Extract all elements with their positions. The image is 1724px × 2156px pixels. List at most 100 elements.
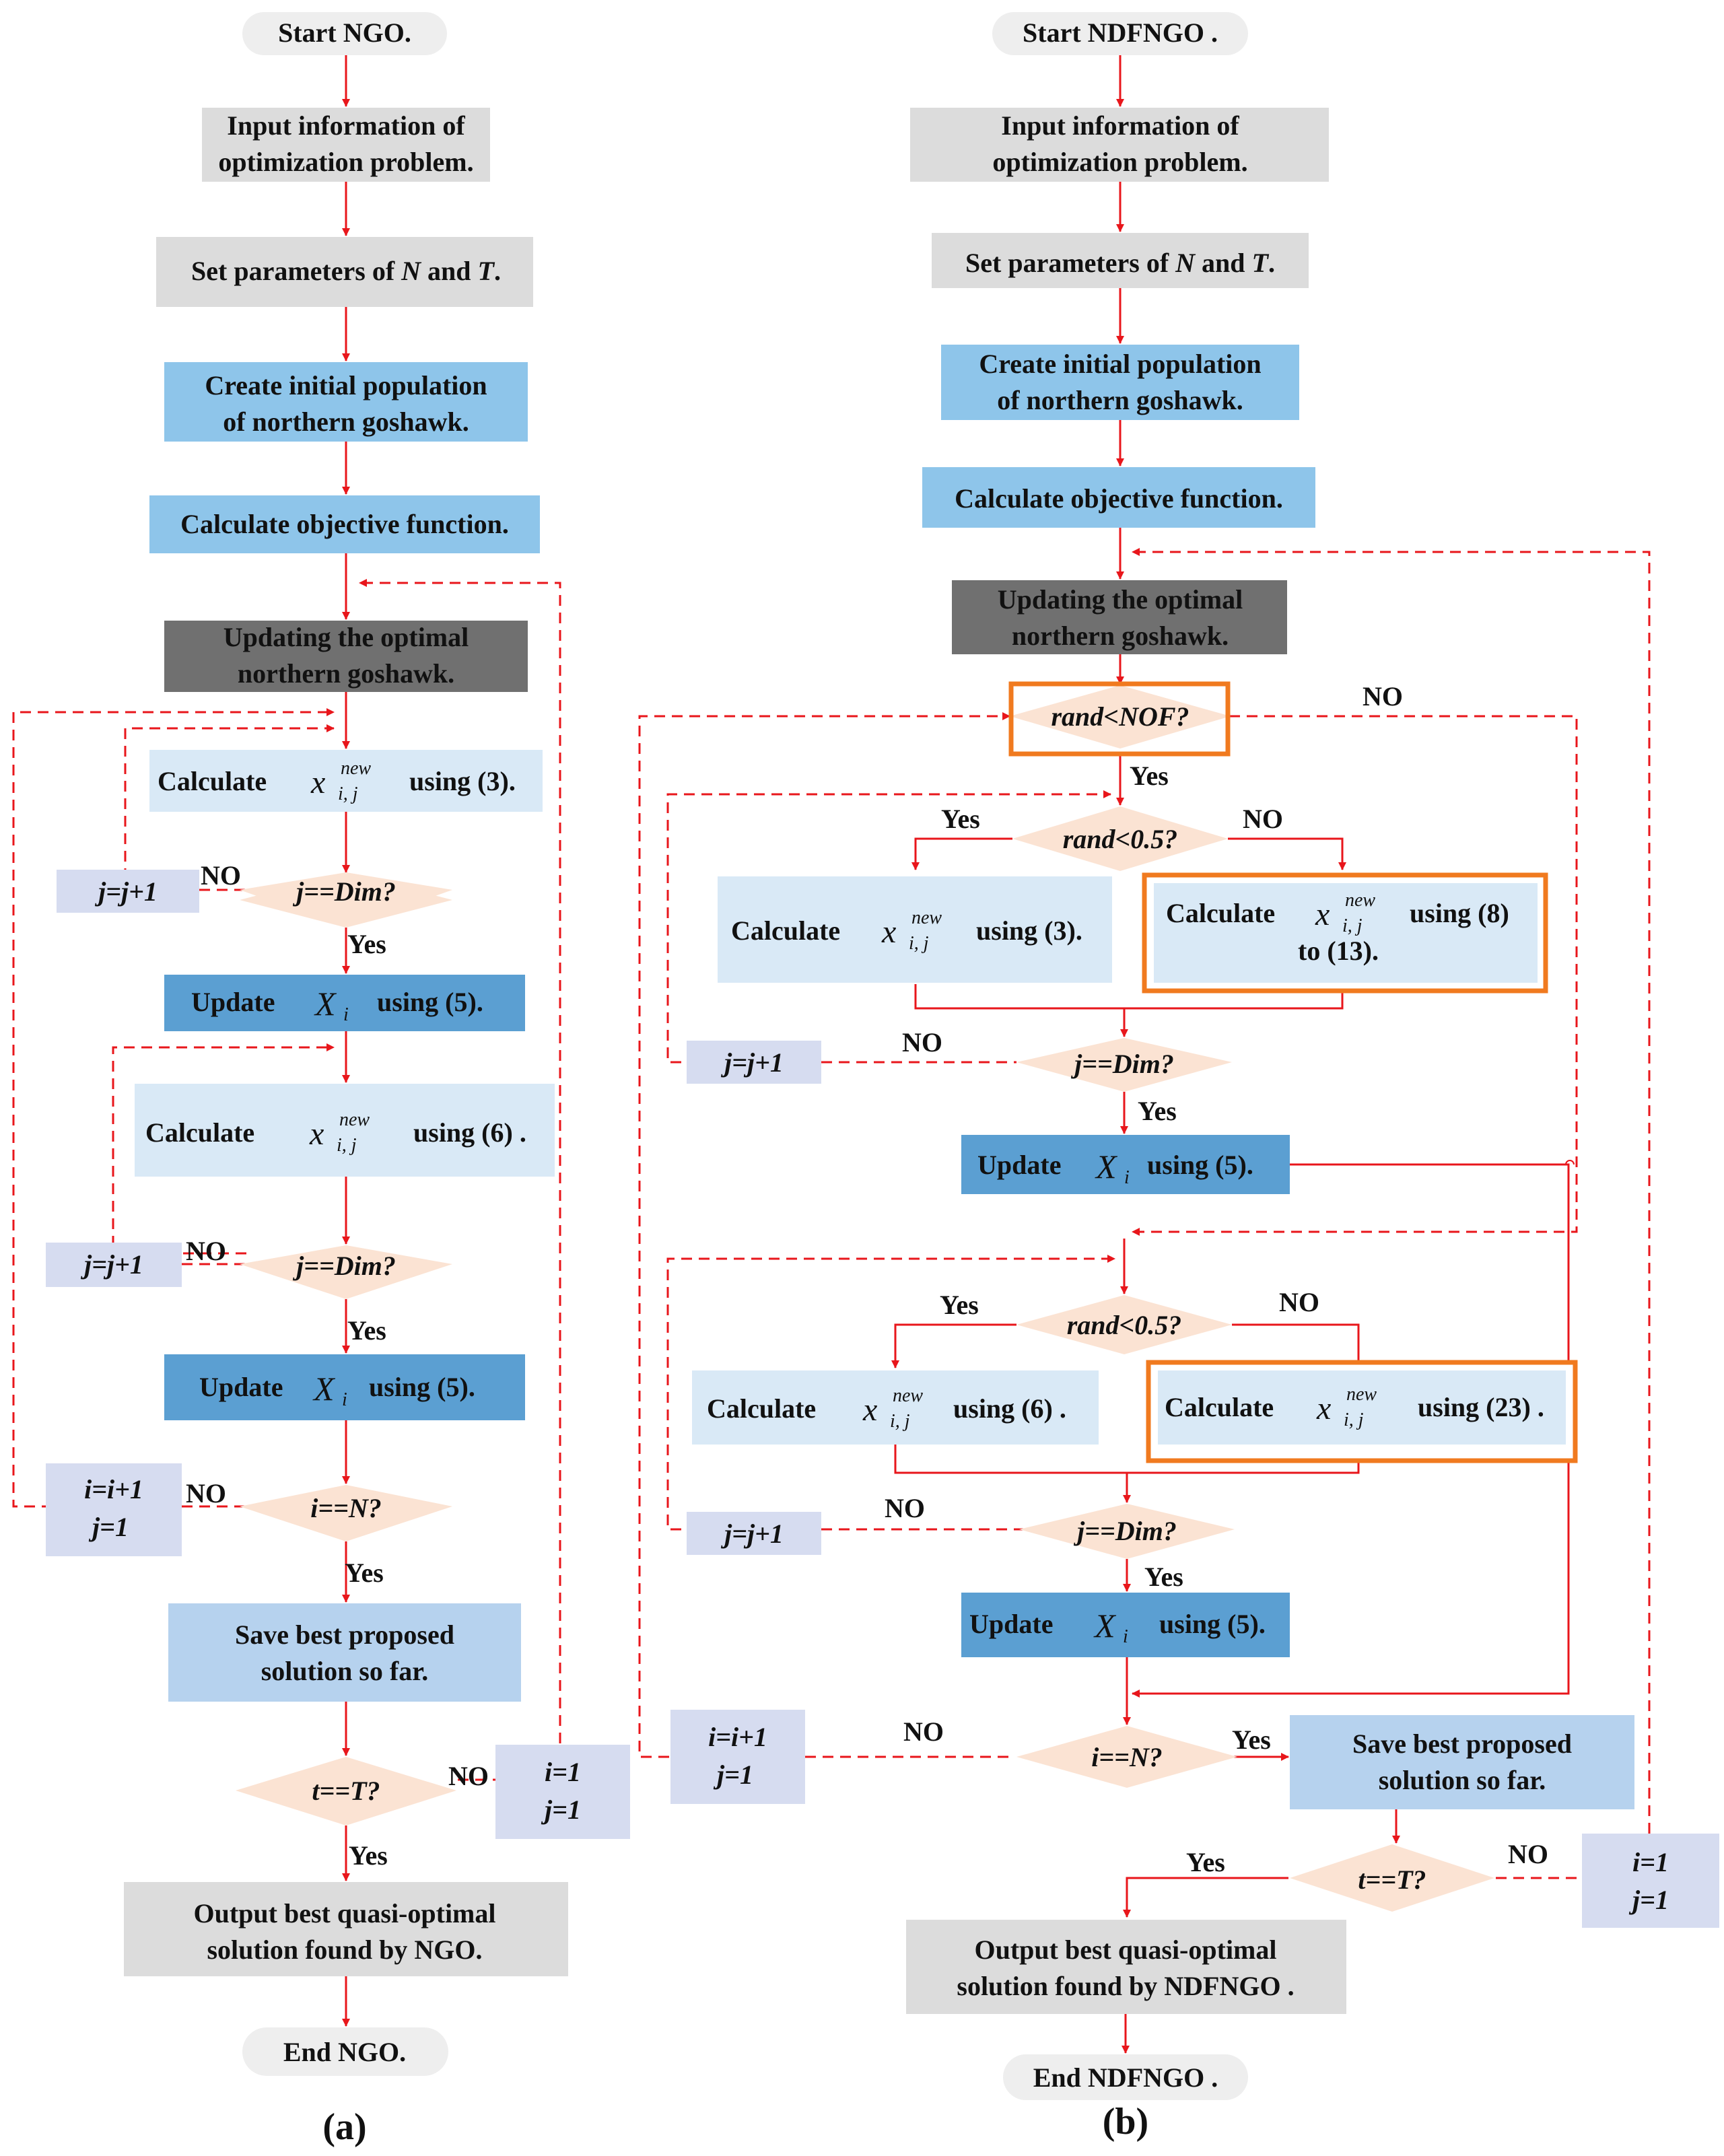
output-line2: solution found by NDFNGO .: [957, 1971, 1294, 2001]
iplus-label: i=i+1: [84, 1474, 143, 1504]
calc-eq3-box-a: Calculate x new i, j using (3).: [149, 750, 543, 812]
x-superscript: new: [1345, 890, 1375, 911]
create-population-box-b: Create initial population of northern go…: [941, 345, 1299, 420]
connectors-b: [638, 55, 1651, 2054]
i1-label: i=1: [545, 1757, 581, 1787]
no-label: NO: [1243, 804, 1283, 834]
calc-eq6-box-b: Calculate x new i, j using (6) .: [692, 1370, 1099, 1445]
X-symbol: X: [1093, 1607, 1117, 1644]
X-symbol: X: [314, 985, 337, 1022]
create-line2-a: of northern goshawk.: [223, 407, 469, 437]
x-superscript: new: [339, 1109, 370, 1130]
calc-label: Calculate: [731, 915, 840, 946]
calc-label: Calculate: [145, 1117, 254, 1148]
input-line1-a: Input information of: [227, 110, 465, 141]
input-box-b: Input information of optimization proble…: [910, 108, 1329, 182]
rand05-label: rand<0.5?: [1067, 1310, 1182, 1340]
yes-label: Yes: [1232, 1725, 1271, 1755]
update-label: Update: [969, 1609, 1053, 1639]
yes-label: Yes: [1186, 1847, 1225, 1877]
jdim-label: j==Dim?: [1070, 1049, 1174, 1079]
rand05-diamond-b1: rand<0.5?: [1012, 806, 1228, 871]
save-best-box-a: Save best proposed solution so far.: [168, 1603, 521, 1702]
update-x-box-a2: Update X i using (5).: [164, 1354, 525, 1420]
using-eq5: using (5).: [1159, 1609, 1266, 1639]
jdim-diamond-b1: j==Dim?: [1016, 1038, 1232, 1092]
update-optimal-line2-b: northern goshawk.: [1012, 621, 1229, 651]
j1-label: j=1: [713, 1760, 753, 1790]
save-best-box-b: Save best proposed solution so far.: [1290, 1715, 1634, 1809]
x-subscript: i, j: [1342, 915, 1363, 936]
end-terminal-b: End NDFNGO .: [1003, 2054, 1248, 2100]
save-line1: Save best proposed: [1352, 1729, 1572, 1759]
update-x-box-a1: Update X i using (5).: [164, 975, 525, 1031]
jplus-label: j=j+1: [720, 1519, 784, 1549]
yes-label: Yes: [1130, 761, 1169, 791]
X-symbol: X: [1095, 1148, 1118, 1185]
x-subscript: i, j: [338, 784, 358, 804]
rand05-label: rand<0.5?: [1063, 824, 1178, 854]
set-params-label-a: Set parameters of N and T.: [191, 256, 501, 286]
x-symbol: x: [881, 914, 896, 950]
x-superscript: new: [911, 907, 942, 928]
x-subscript: i, j: [1344, 1410, 1364, 1430]
no-label: NO: [1508, 1839, 1548, 1869]
no-label: NO: [201, 860, 241, 891]
no-label: NO: [186, 1236, 226, 1266]
x-symbol: x: [862, 1392, 877, 1428]
save-line1: Save best proposed: [235, 1620, 454, 1650]
x-symbol: x: [1315, 897, 1330, 932]
nof-label: rand<NOF?: [1051, 701, 1189, 732]
yes-label: Yes: [347, 929, 386, 959]
using-eq5: using (5).: [377, 987, 483, 1017]
iplus-box-a: i=i+1 j=1: [46, 1463, 182, 1556]
no-label: NO: [448, 1761, 489, 1791]
create-population-box-a: Create initial population of northern go…: [164, 362, 528, 442]
calc-eq8-13-box-b: Calculate x new i, j using (8) to (13).: [1142, 872, 1548, 994]
start-terminal-b: Start NDFNGO .: [992, 12, 1248, 55]
update-optimal-box-b: Updating the optimal northern goshawk.: [952, 580, 1287, 654]
jdim-label: j==Dim?: [1073, 1516, 1177, 1546]
set-params-label-b: Set parameters of N and T.: [965, 248, 1275, 278]
no-label: NO: [902, 1027, 942, 1057]
connectors-a: [12, 55, 561, 2027]
update-optimal-box-a: Updating the optimal northern goshawk.: [164, 621, 528, 692]
update-optimal-line1-a: Updating the optimal: [223, 622, 469, 652]
input-line2-b: optimization problem.: [992, 147, 1247, 177]
update-x-box-b2: Update X i using (5).: [961, 1593, 1290, 1657]
X-subscript: i: [1123, 1626, 1128, 1647]
update-optimal-line1-b: Updating the optimal: [998, 584, 1243, 615]
calc-eq3-box-b: Calculate x new i, j using (3).: [718, 876, 1112, 983]
i1-box-a: i=1 j=1: [495, 1745, 630, 1839]
no-label: NO: [186, 1478, 226, 1508]
output-line1: Output best quasi-optimal: [975, 1935, 1277, 1965]
to-eq13: to (13).: [1298, 936, 1379, 966]
input-box-a: Input information of optimization proble…: [202, 108, 490, 182]
X-subscript: i: [1124, 1167, 1130, 1188]
yes-label: Yes: [1138, 1096, 1177, 1126]
calc-label: Calculate: [1166, 898, 1275, 928]
calc-objective-label-a: Calculate objective function.: [180, 509, 509, 539]
jdim-label: j==Dim?: [292, 876, 396, 907]
x-superscript: new: [893, 1385, 923, 1406]
set-params-box-a: Set parameters of N and T.: [156, 237, 533, 307]
using-eq8: using (8): [1410, 898, 1509, 928]
using-eq23: using (23) .: [1418, 1392, 1544, 1422]
calc-label: Calculate: [158, 766, 267, 796]
input-line1-b: Input information of: [1001, 110, 1239, 141]
x-symbol: x: [309, 1116, 324, 1152]
jplus-label: j=j+1: [80, 1249, 143, 1280]
j1-label: j=1: [1628, 1885, 1669, 1915]
x-symbol: x: [310, 765, 325, 800]
update-x-box-b1: Update X i using (5).: [961, 1135, 1290, 1194]
start-label-b: Start NDFNGO .: [1023, 18, 1218, 48]
calc-label: Calculate: [707, 1393, 816, 1424]
save-line2: solution so far.: [1379, 1765, 1546, 1795]
ieqn-label: i==N?: [310, 1493, 382, 1523]
jplus-box-a1: j=j+1: [57, 870, 199, 913]
no-label: NO: [1279, 1287, 1319, 1317]
output-line2: solution found by NGO.: [207, 1935, 482, 1965]
x-symbol: x: [1316, 1391, 1331, 1426]
iplus-label: i=i+1: [708, 1722, 767, 1752]
